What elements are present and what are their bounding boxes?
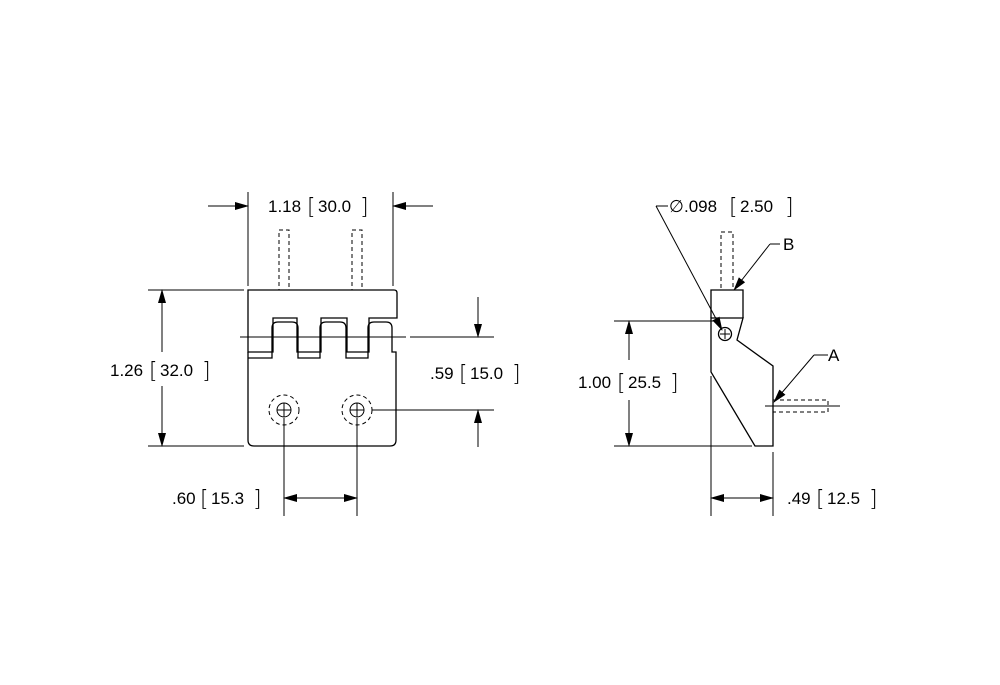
dim-hole-spacing-mm: 15.3 [211,489,244,508]
side-body [710,317,774,447]
side-top-block [710,289,744,318]
front-pin-left [278,229,290,291]
dim-hole-offset-inch: .59 [430,364,454,383]
dim-pin-diameter-inch: .098 [684,197,717,216]
callout-a: A [773,346,840,403]
svg-text:]: ] [512,362,521,387]
dim-height-inch: 1.26 [110,361,143,380]
dim-hole-spacing-inch: .60 [172,489,196,508]
dim-width: 1.18 [ 30.0 ] [208,192,433,286]
svg-text:]: ] [360,195,369,220]
callout-b-label: B [783,235,794,254]
svg-text:]: ] [253,487,262,512]
dim-height-mm: 32.0 [160,361,193,380]
dim-pin-diameter-symbol: ∅ [669,197,684,216]
callout-b: B [733,235,794,291]
side-view [710,231,840,447]
front-upper-body [247,289,398,353]
svg-text:[: [ [816,487,825,512]
svg-text:[: [ [617,371,626,396]
svg-text:[: [ [307,195,316,220]
svg-text:]: ] [670,371,679,396]
dim-side-depth: .49 [ 12.5 ] [710,376,878,516]
svg-text:]: ] [869,487,878,512]
dim-pin-diameter: ∅ .098 [ 2.50 ] [655,195,794,331]
dim-side-height: 1.00 [ 25.5 ] [578,320,752,447]
svg-text:[: [ [149,359,158,384]
side-pivot-hole [717,326,733,342]
front-view [240,229,406,447]
dim-pin-diameter-mm: 2.50 [740,197,773,216]
svg-text:]: ] [202,359,211,384]
dim-side-depth-inch: .49 [787,489,811,508]
dim-width-mm: 30.0 [318,197,351,216]
dim-side-height-mm: 25.5 [628,373,661,392]
dim-side-height-inch: 1.00 [578,373,611,392]
svg-text:[: [ [729,195,738,220]
svg-text:[: [ [459,362,468,387]
dim-side-depth-mm: 12.5 [827,489,860,508]
front-lower-body [247,321,397,447]
dim-hole-spacing: .60 [ 15.3 ] [172,418,358,516]
svg-text:]: ] [785,195,794,220]
dim-width-inch: 1.18 [268,197,301,216]
svg-text:[: [ [200,487,209,512]
dim-hole-offset: .59 [ 15.0 ] [372,297,521,447]
callout-a-label: A [828,346,840,365]
dim-height: 1.26 [ 32.0 ] [110,289,244,447]
side-pin-top [720,231,734,291]
front-pin-right [351,229,363,291]
dim-hole-offset-mm: 15.0 [470,364,503,383]
